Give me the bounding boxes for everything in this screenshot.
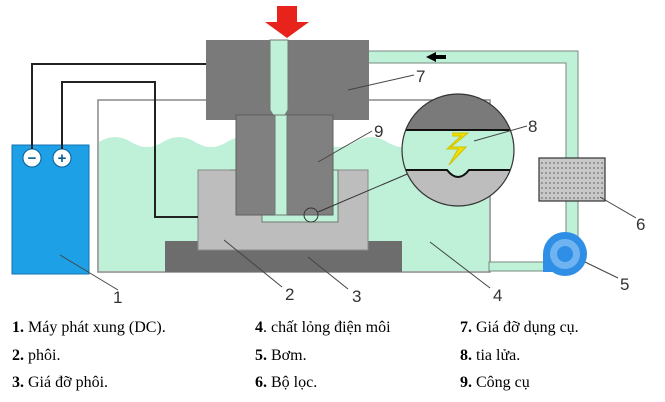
magnified-spark-view	[401, 93, 515, 207]
spark-gap-marker	[303, 207, 319, 223]
legend-item-6: 6. Bộ lọc.	[255, 374, 318, 391]
flow-arrow-icon	[426, 52, 446, 62]
legend-item-5: 5. Bơm.	[255, 347, 307, 364]
edm-diagram: − + 1 2 3 4 5 6 7 8 9	[11, 6, 645, 305]
feed-direction-arrow-icon	[265, 6, 309, 38]
callout-9: 9	[374, 122, 383, 141]
pump-inlet-pipe	[488, 261, 550, 272]
callout-6: 6	[636, 215, 645, 234]
callout-4: 4	[493, 286, 502, 305]
legend-item-1: 1. Máy phát xung (DC).	[12, 319, 166, 336]
callout-3: 3	[352, 287, 361, 305]
dc-pulse-generator	[11, 144, 90, 275]
tool-holder-channel	[269, 39, 289, 119]
legend-item-4: 4. chất lỏng điện môi	[255, 319, 391, 336]
pump	[543, 232, 587, 276]
callout-1: 1	[113, 288, 122, 305]
leader-lines	[59, 74, 637, 291]
zoom-line	[317, 171, 413, 213]
filter	[538, 157, 606, 202]
legend-item-8: 8. tia lửa.	[460, 347, 521, 364]
legend-item-3: 3. Giá đỡ phôi.	[12, 374, 109, 391]
legend-item-9: 9. Công cụ	[460, 374, 530, 391]
callout-2: 2	[285, 285, 294, 304]
wire-positive	[61, 81, 198, 218]
legend-item-7: 7. Giá đỡ dụng cụ.	[460, 319, 579, 336]
wire-negative	[31, 63, 206, 149]
minus-symbol: −	[28, 150, 37, 167]
callout-5: 5	[620, 275, 629, 294]
legend-item-2: 2. phôi.	[12, 347, 61, 364]
callout-7: 7	[416, 67, 425, 86]
plus-symbol: +	[58, 150, 67, 167]
tool-channel	[274, 114, 288, 216]
spark-icon	[445, 132, 470, 166]
callout-8: 8	[528, 117, 537, 136]
